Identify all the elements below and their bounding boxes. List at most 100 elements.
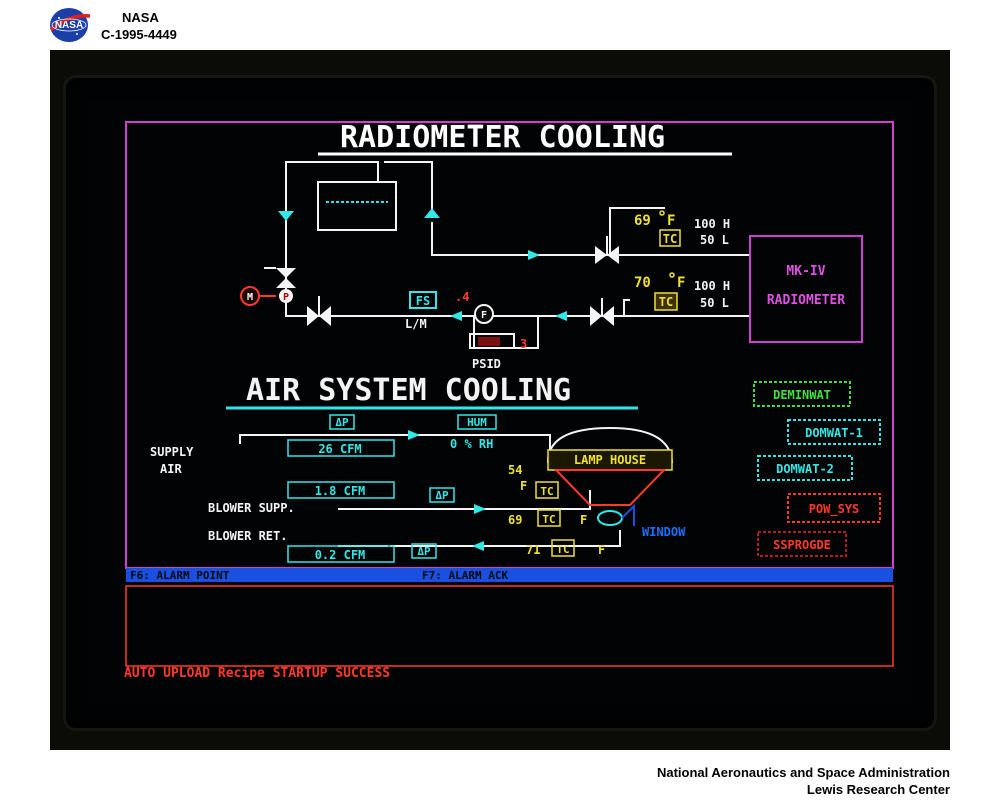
air-flow-arrow: [474, 504, 486, 514]
supply-flow-box: [287, 439, 395, 457]
fs-value: .4: [455, 290, 469, 304]
flow-meter-label: F: [481, 310, 487, 321]
blower-ret-label: BLOWER RET.: [208, 529, 287, 543]
temp-71: 71: [526, 543, 540, 557]
status-domwat-2[interactable]: [757, 455, 853, 481]
flow-arrow-right: [450, 311, 462, 321]
tc1-label: TC: [663, 232, 677, 246]
psid-bar: [478, 337, 500, 346]
status-domwat-1-label: DOMWAT-1: [805, 426, 863, 440]
flow-arrow-down: [278, 211, 294, 221]
monitor-photo: RADIOMETER COOLING: [50, 50, 950, 750]
tc1-high-limit: 100 H: [694, 217, 730, 231]
window-label: WINDOW: [642, 525, 686, 539]
blower-supp-label: BLOWER SUPP.: [208, 501, 295, 515]
dp-label-2: ΔP: [435, 489, 449, 502]
lamp-house-label: LAMP HOUSE: [574, 453, 646, 467]
psid-box: [469, 333, 515, 349]
dp-box: [329, 414, 355, 430]
supply-flow-value: 26 CFM: [318, 442, 361, 456]
blower-ret-flow-box: [287, 545, 395, 563]
fs-label: FS: [416, 294, 430, 308]
tc2-label: TC: [659, 295, 673, 309]
flow-arrow-left: [528, 250, 540, 260]
status-domwat-2-label: DOMWAT-2: [776, 462, 834, 476]
radiometer-label: RADIOMETER: [767, 293, 845, 308]
tc-box-71: [551, 539, 575, 557]
supply-air-label: SUPPLY: [150, 445, 194, 459]
humidity-value: 0 % RH: [450, 437, 493, 451]
radiometer-unit: [749, 235, 863, 343]
window-icon: [597, 510, 623, 526]
photo-id: C-1995-4449: [101, 27, 177, 42]
dp-box-2: [429, 487, 455, 503]
temp-54: 54: [508, 463, 522, 477]
dp-label: ΔP: [335, 416, 349, 429]
tc2-value: 70: [634, 275, 651, 291]
psid-value: 3: [520, 337, 527, 351]
tc2-low-limit: 50 L: [700, 296, 729, 310]
status-ssprogde-label: SSPROGDE: [773, 538, 831, 552]
lamp-house-dome: [546, 426, 674, 463]
status-deminwat-label: DEMINWAT: [773, 388, 831, 402]
monitor-bezel: [66, 78, 934, 728]
valve-icon: [307, 296, 331, 326]
valve-icon: [590, 298, 614, 326]
status-pow-sys-label: POW_SYS: [809, 502, 860, 517]
psid-label: PSID: [472, 357, 501, 371]
hum-box: [457, 414, 497, 430]
status-domwat-1[interactable]: [787, 419, 881, 445]
flow-arrow-right-2: [555, 311, 567, 321]
hum-label: HUM: [467, 416, 487, 429]
tc1-unit: F: [667, 213, 675, 229]
hmi-screen: RADIOMETER COOLING: [124, 120, 894, 681]
tc2-high-limit: 100 H: [694, 279, 730, 293]
status-pow-sys[interactable]: [787, 493, 881, 523]
mkiv-label: MK-IV: [786, 264, 825, 279]
temp-69-unit: F: [580, 513, 587, 527]
dp-box-3: [411, 543, 437, 559]
fkey-bar: [126, 568, 893, 582]
agency-label: NASA: [122, 10, 159, 25]
supply-air-label-2: AIR: [160, 462, 182, 476]
tc1-box: [659, 229, 681, 247]
blower-ret-flow-value: 0.2 CFM: [315, 548, 366, 562]
message-panel: [125, 585, 894, 667]
footer-agency: National Aeronautics and Space Administr…: [656, 765, 950, 780]
pump-label: P: [283, 292, 289, 303]
tc-box-54: [535, 481, 559, 499]
fs-box: [409, 291, 437, 309]
tc-label-69: TC: [542, 513, 555, 526]
nasa-logo: NASA: [49, 8, 91, 42]
air-flow-arrow: [472, 541, 484, 551]
tc2-unit: F: [677, 275, 685, 291]
lamp-house-funnel: [553, 469, 667, 506]
logo-text: NASA: [55, 20, 83, 31]
air-title: AIR SYSTEM COOLING: [246, 373, 571, 408]
tc-box-69: [537, 509, 561, 527]
flow-meter-icon: [474, 304, 494, 324]
status-message: AUTO UPLOAD Recipe STARTUP SUCCESS: [124, 666, 390, 681]
temp-71-unit: F: [598, 543, 605, 557]
blower-supp-flow-box: [287, 481, 395, 499]
fkey-f6[interactable]: F6: ALARM POINT: [130, 569, 230, 582]
tc1-value: 69: [634, 213, 651, 229]
status-ssprogde[interactable]: [757, 531, 847, 557]
fs-units: L/M: [405, 317, 427, 331]
tc1-low-limit: 50 L: [700, 233, 729, 247]
valve-icon: [595, 236, 619, 264]
valve-icon: [264, 267, 296, 288]
tc-label-54: TC: [540, 485, 553, 498]
air-flow-arrow: [408, 430, 420, 440]
motor-label: M: [247, 292, 253, 303]
status-deminwat[interactable]: [753, 381, 851, 407]
fkey-f7[interactable]: F7: ALARM ACK: [422, 569, 508, 582]
blower-supp-flow-value: 1.8 CFM: [315, 484, 366, 498]
pump-icon: [279, 289, 293, 303]
radiometer-title: RADIOMETER COOLING: [340, 120, 665, 155]
tc2-box: [654, 292, 678, 311]
dp-label-3: ΔP: [417, 545, 431, 558]
flow-arrow-up: [424, 208, 440, 218]
tc-label-71: TC: [556, 543, 569, 556]
temp-69: 69: [508, 513, 522, 527]
